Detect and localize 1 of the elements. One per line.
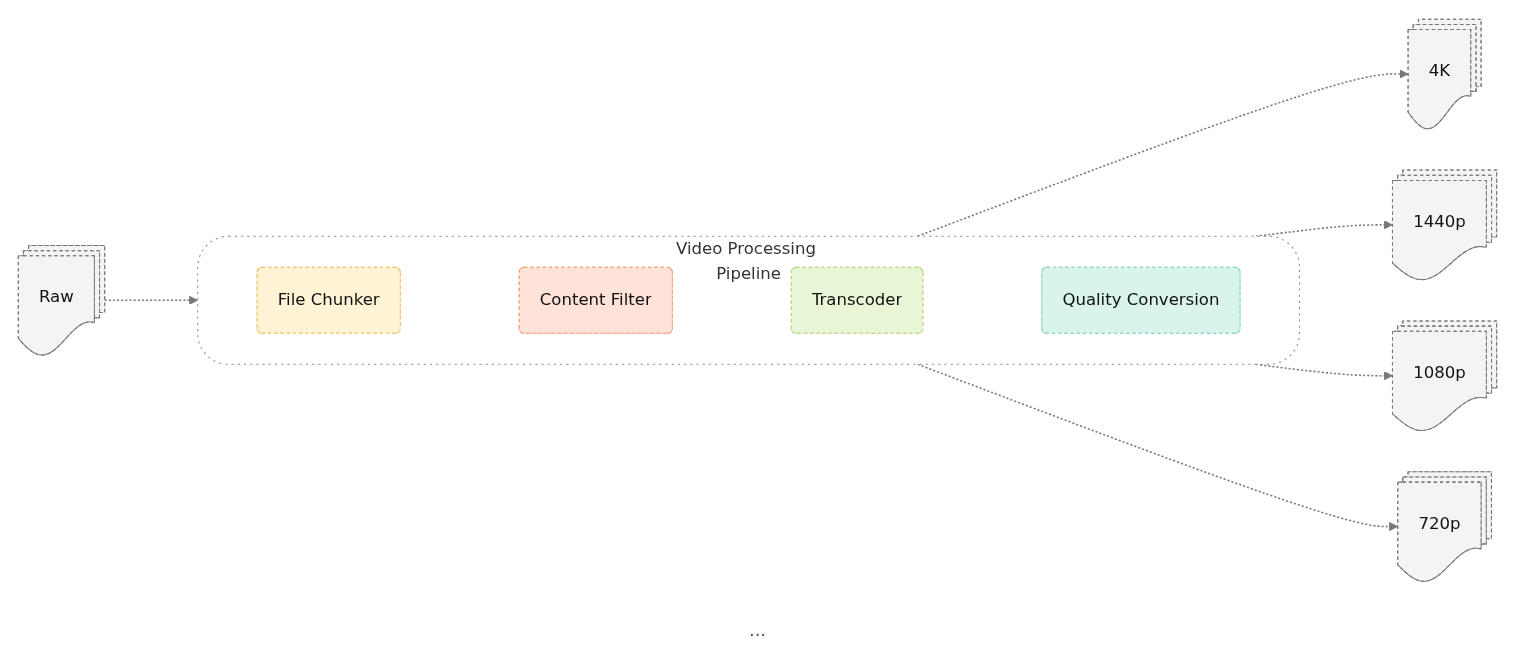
ellipsis-label: ... <box>748 619 767 640</box>
